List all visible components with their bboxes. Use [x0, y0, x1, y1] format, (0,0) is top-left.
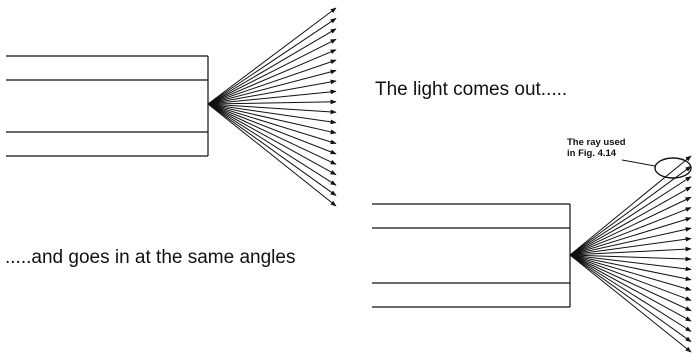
ray-callout-line-1: The ray used: [567, 137, 626, 148]
entry-ray-13: [569, 254, 692, 282]
exit-ray-2: [207, 18, 337, 105]
entry-ray-19: [569, 254, 692, 343]
entry-ray-17: [569, 254, 692, 322]
exit-ray-13: [207, 103, 337, 135]
exit-ray-18: [207, 103, 337, 186]
caption-light-comes-out: The light comes out.....: [375, 79, 568, 100]
exit-ray-11: [207, 103, 337, 115]
exit-ray-5: [207, 49, 337, 105]
entry-ray-1: [569, 155, 692, 256]
entry-ray-14: [569, 254, 692, 291]
entry-ray-20: [569, 254, 692, 353]
ray-callout-line-2: in Fig. 4.14: [567, 148, 617, 159]
exit-fiber: [6, 55, 209, 157]
entry-fiber: [372, 203, 571, 308]
entry-ray-6: [569, 207, 692, 256]
highlighted-ray-ellipse: [654, 157, 692, 179]
exit-ray-7: [207, 69, 337, 105]
entry-ray-9: [569, 236, 692, 256]
entry-ray-7: [569, 217, 692, 256]
ray-callout-label: The ray used in Fig. 4.14: [567, 137, 626, 159]
entry-ray-4: [569, 186, 692, 256]
exit-ray-fan: [207, 7, 337, 207]
exit-ray-12: [207, 103, 337, 125]
exit-ray-10: [207, 99, 337, 105]
exit-ray-15: [207, 103, 337, 155]
exit-ray-16: [207, 103, 337, 165]
exit-ray-19: [207, 103, 337, 196]
entry-ray-15: [569, 254, 692, 301]
exit-ray-14: [207, 103, 337, 145]
exit-ray-1: [207, 7, 337, 105]
exit-ray-9: [207, 89, 337, 105]
entry-ray-8: [569, 227, 692, 256]
exit-ray-3: [207, 28, 337, 105]
exit-ray-8: [207, 79, 337, 105]
entry-ray-5: [569, 196, 692, 256]
entry-ray-2: [569, 165, 692, 256]
entry-ray-fan: [569, 155, 692, 353]
callout-leader-line: [621, 159, 656, 167]
entry-ray-3: [569, 176, 692, 256]
entry-ray-12: [569, 254, 692, 272]
entry-ray-11: [569, 254, 692, 262]
exit-ray-4: [207, 38, 337, 105]
entry-ray-16: [569, 254, 692, 312]
entry-ray-10: [569, 246, 692, 256]
exit-ray-6: [207, 59, 337, 105]
entry-ray-18: [569, 254, 692, 332]
caption-goes-in-same-angles: .....and goes in at the same angles: [5, 247, 296, 268]
exit-ray-20: [207, 103, 337, 207]
exit-ray-17: [207, 103, 337, 176]
